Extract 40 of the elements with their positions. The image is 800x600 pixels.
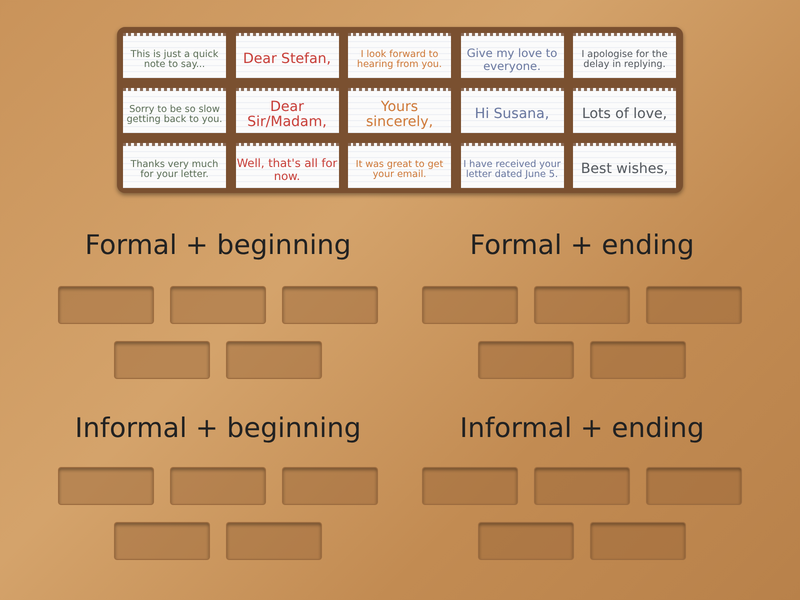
drop-slot <box>226 341 322 379</box>
drop-slot <box>58 286 154 324</box>
note-card: I have received your letter dated June 5. <box>460 143 564 188</box>
note-card: Best wishes, <box>573 143 676 188</box>
drop-slot <box>646 467 742 505</box>
drop-slot <box>170 467 266 505</box>
group-heading: Informal + ending <box>460 413 704 444</box>
note-card: Dear Stefan, <box>236 33 338 78</box>
group-heading: Informal + beginning <box>74 413 362 444</box>
note-card: I look forward to hearing from you. <box>348 33 451 78</box>
note-card: Hi Susana, <box>460 88 564 133</box>
note-card: Lots of love, <box>573 88 676 133</box>
note-card: This is just a quick note to say... <box>123 33 226 78</box>
drop-slot <box>114 522 210 560</box>
drop-slot <box>478 341 574 379</box>
drop-slot <box>170 286 266 324</box>
note-card: Yours sincerely, <box>348 88 451 133</box>
drop-slot <box>114 341 210 379</box>
drop-slot <box>590 341 686 379</box>
note-card: I apologise for the delay in replying. <box>573 33 676 78</box>
card-tray <box>117 27 683 193</box>
drop-slot <box>478 522 574 560</box>
drop-slot <box>282 286 378 324</box>
drop-slot <box>590 522 686 560</box>
note-card: Sorry to be so slow getting back to you. <box>123 88 226 133</box>
drop-slot <box>534 286 630 324</box>
note-card: Well, that's all for now. <box>236 143 338 188</box>
note-card: It was great to get your email. <box>348 143 451 188</box>
group-heading: Formal + beginning <box>84 230 352 261</box>
group-heading: Formal + ending <box>470 230 694 261</box>
note-card: Dear Sir/Madam, <box>236 88 338 133</box>
drop-slot <box>534 467 630 505</box>
drop-slot <box>282 467 378 505</box>
drop-slot <box>422 467 518 505</box>
drop-slot <box>226 522 322 560</box>
note-card: Thanks very much for your letter. <box>123 143 226 188</box>
drop-slot <box>422 286 518 324</box>
note-card: Give my love to everyone. <box>460 33 564 78</box>
drop-slot <box>646 286 742 324</box>
drop-slot <box>58 467 154 505</box>
